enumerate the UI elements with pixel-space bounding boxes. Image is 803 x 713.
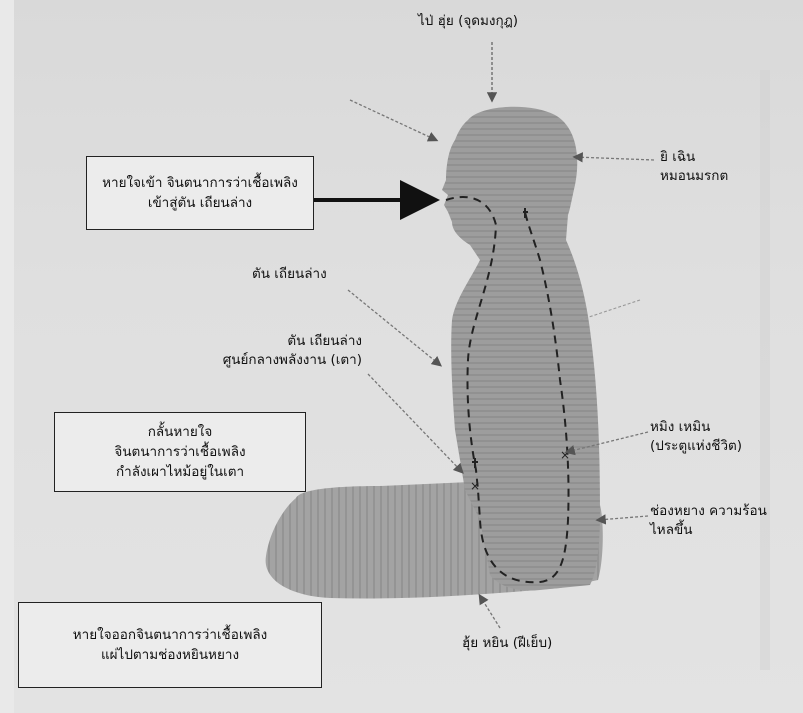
yang-channel-line2: ไหลขึ้น bbox=[650, 521, 767, 540]
face-arrow bbox=[350, 100, 436, 140]
hold-box-line1: กลั้นหายใจ bbox=[148, 422, 213, 442]
occiput-label-line1: ยิ เฉิน bbox=[660, 148, 728, 167]
occiput-label: ยิ เฉิน หมอนมรกต bbox=[660, 148, 728, 186]
crown-label: ไป่ ฮุ่ย (จุดมงกุฎ) bbox=[418, 12, 518, 31]
exhale-box: หายใจออกจินตนาการว่าเชื้อเพลิง แผ่ไปตามช… bbox=[18, 602, 322, 688]
hold-box-line3: กำลังเผาไหม้อยู่ในเตา bbox=[116, 462, 244, 482]
dantian-center-line2: ศูนย์กลางพลังงาน (เตา) bbox=[186, 351, 362, 370]
hold-box-line2: จินตนาการว่าเชื้อเพลิง bbox=[114, 442, 245, 462]
yang-channel-line1: ช่องหยาง ความร้อน bbox=[650, 502, 767, 521]
perineum-label: ฮุ้ย หยิน (ฝีเย็บ) bbox=[462, 634, 552, 653]
center-arrow bbox=[368, 374, 462, 472]
svg-text:×: × bbox=[470, 479, 480, 493]
back-arrow bbox=[580, 300, 640, 320]
inhale-box: หายใจเข้า จินตนาการว่าเชื้อเพลิง เข้าสู่… bbox=[86, 156, 314, 230]
exhale-box-line2: แผ่ไปตามช่องหยินหยาง bbox=[101, 645, 239, 665]
mingmen-label: หมิง เหมิน (ประตูแห่งชีวิต) bbox=[650, 418, 742, 456]
perineum-arrow bbox=[480, 596, 500, 628]
mingmen-line2: (ประตูแห่งชีวิต) bbox=[650, 437, 742, 456]
mingmen-line1: หมิง เหมิน bbox=[650, 418, 742, 437]
yang-channel-arrow bbox=[598, 516, 648, 520]
inhale-box-line1: หายใจเข้า จินตนาการว่าเชื้อเพลิง bbox=[102, 173, 298, 193]
dantian-upper-label: ตัน เถียนล่าง bbox=[252, 265, 327, 284]
dantian-center-line1: ตัน เถียนล่าง bbox=[186, 332, 362, 351]
svg-text:×: × bbox=[560, 448, 570, 462]
occiput-label-line2: หมอนมรกต bbox=[660, 167, 728, 186]
exhale-box-line1: หายใจออกจินตนาการว่าเชื้อเพลิง bbox=[73, 625, 267, 645]
occiput-arrow bbox=[575, 157, 654, 160]
hold-breath-box: กลั้นหายใจ จินตนาการว่าเชื้อเพลิง กำลังเ… bbox=[54, 412, 306, 492]
dantian-center-label: ตัน เถียนล่าง ศูนย์กลางพลังงาน (เตา) bbox=[186, 332, 362, 370]
inhale-box-line2: เข้าสู่ตัน เถียนล่าง bbox=[148, 193, 252, 213]
yang-channel-label: ช่องหยาง ความร้อน ไหลขึ้น bbox=[650, 502, 767, 540]
